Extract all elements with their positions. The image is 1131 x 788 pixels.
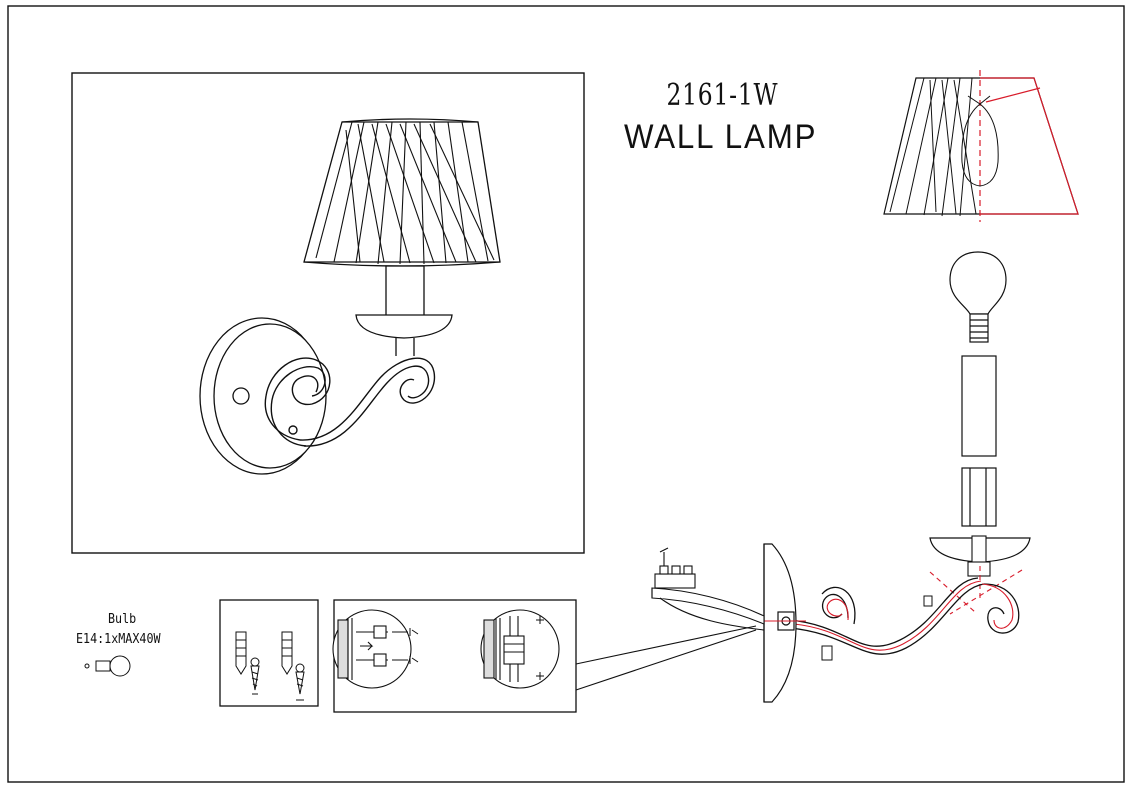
installation-detail-panel: [332, 599, 577, 713]
lamp-shade-icon: [303, 118, 501, 267]
bulb-legend-icon: [84, 655, 131, 677]
exploded-arm: [789, 535, 1031, 661]
model-number: 2161-1W: [666, 78, 779, 113]
product-title: WALL LAMP: [624, 118, 818, 156]
sheet-border: [7, 5, 1125, 783]
candle-sleeve: [355, 265, 453, 356]
bulb-icon: [949, 251, 1007, 343]
wall-plate: [199, 317, 327, 475]
fixings-panel: [219, 599, 319, 707]
candle-tube: [961, 355, 997, 527]
bulb-label: Bulb: [108, 612, 137, 627]
bulb-spec: E14:1xMAX40W: [76, 632, 161, 647]
exploded-shade: [883, 70, 1079, 222]
wall-plug-icon: [235, 631, 293, 675]
product-overview-panel: [71, 72, 585, 554]
scroll-arm: [264, 357, 436, 447]
screw-icon: [250, 657, 305, 701]
mounting-bracket-icon: [651, 547, 765, 631]
leader-lines: [575, 625, 757, 691]
wall-plate-side: [763, 543, 797, 703]
